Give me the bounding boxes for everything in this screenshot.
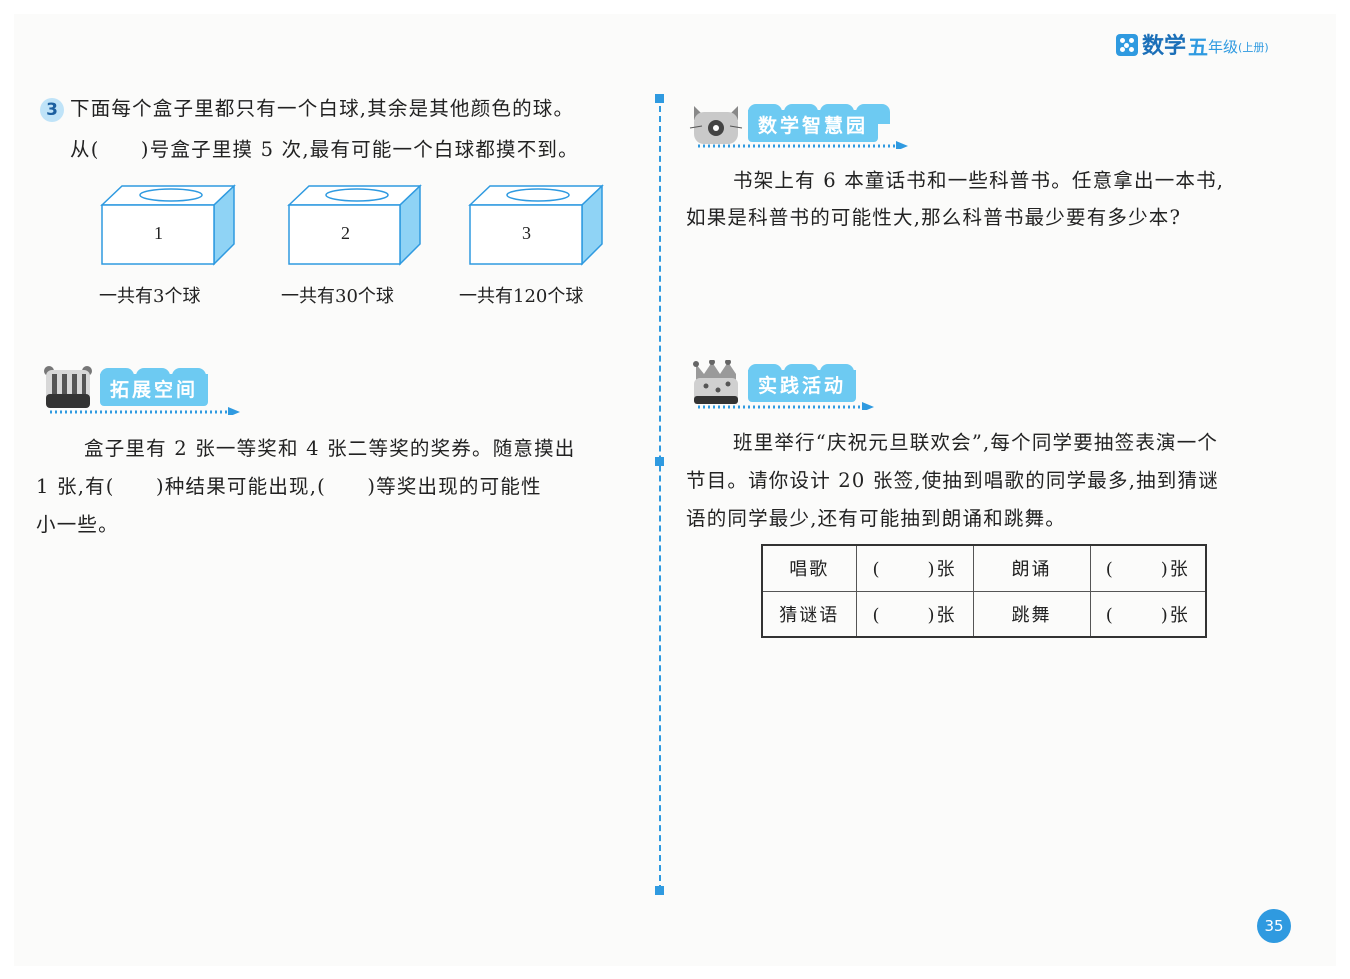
table-cell-count-blank[interactable]: ()张 (855, 590, 974, 638)
divider-marker (655, 457, 664, 466)
question3-line1: 下面每个盒子里都只有一个白球,其余是其他颜色的球。 (70, 97, 575, 120)
box-3 (468, 184, 604, 266)
cat-mascot-icon (689, 106, 743, 144)
practice-title-banner: 实践活动 (748, 364, 857, 408)
dotted-arrow-icon (698, 141, 908, 149)
table-cell-count-blank[interactable]: ()张 (855, 544, 974, 592)
brand-volume: (上册) (1238, 41, 1269, 54)
table-cell-activity: 唱歌 (761, 544, 857, 592)
expand-section-title: 拓展空间 (100, 374, 209, 406)
box-1 (100, 184, 236, 266)
box-3-number: 3 (522, 223, 531, 243)
lottery-table: 唱歌 ()张 朗诵 ()张 猜谜语 ()张 跳舞 ()张 (761, 544, 1207, 638)
book-brand: 数学 五 年级 (上册) (1116, 30, 1269, 60)
practice-line3: 语的同学最少,还有可能抽到朗诵和跳舞。 (686, 507, 1066, 530)
box-2-number: 2 (341, 223, 350, 243)
ball-boxes-illustration (100, 184, 604, 266)
center-divider (659, 96, 661, 891)
table-cell-activity: 猜谜语 (761, 590, 857, 638)
expand-line1: 盒子里有 2 张一等奖和 4 张二等奖的奖券。随意摸出 (84, 437, 576, 460)
box-3-label: 一共有120个球 (459, 286, 584, 307)
question3-line2: 从( )号盒子里摸 5 次,最有可能一个白球都摸不到。 (70, 138, 579, 161)
table-cell-activity: 朗诵 (972, 544, 1091, 592)
dotted-arrow-icon (698, 402, 874, 410)
divider-marker (655, 94, 664, 103)
wisdom-line2: 如果是科普书的可能性大,那么科普书最少要有多少本? (686, 206, 1182, 229)
practice-line2: 节目。请你设计 20 张签,使抽到唱歌的同学最多,抽到猜谜 (686, 469, 1219, 492)
workbook-page (14, 14, 1336, 966)
zebra-mascot-icon (44, 366, 92, 408)
wisdom-section-header: 数学智慧园 (688, 100, 890, 148)
dice-logo-icon (1116, 34, 1138, 56)
dotted-arrow-icon (50, 407, 240, 415)
wisdom-line1: 书架上有 6 本童话书和一些科普书。任意拿出一本书, (733, 169, 1225, 192)
table-cell-count-blank[interactable]: ()张 (1089, 590, 1207, 638)
box-2 (287, 184, 422, 266)
table-row: 猜谜语 ()张 跳舞 ()张 (761, 590, 1207, 638)
wisdom-title-banner: 数学智慧园 (748, 104, 890, 148)
page-number: 35 (1257, 909, 1291, 943)
brand-level: 年级 (1208, 38, 1239, 56)
expand-line3: 小一些。 (36, 513, 119, 536)
expand-line2: 1 张,有( )种结果可能出现,( )等奖出现的可能性 (36, 475, 542, 498)
box-2-label: 一共有30个球 (281, 286, 394, 307)
box-1-label: 一共有3个球 (99, 286, 201, 307)
table-cell-activity: 跳舞 (972, 590, 1091, 638)
table-row: 唱歌 ()张 朗诵 ()张 (761, 544, 1207, 592)
divider-marker (655, 886, 664, 895)
brand-grade: 五 (1188, 35, 1209, 59)
brand-subject: 数学 (1142, 34, 1187, 59)
crown-mascot-icon (693, 360, 738, 404)
practice-section-header: 实践活动 (688, 360, 857, 408)
expand-title-banner: 拓展空间 (100, 368, 209, 412)
practice-line1: 班里举行“庆祝元旦联欢会”,每个同学要抽签表演一个 (733, 431, 1219, 454)
table-cell-count-blank[interactable]: ()张 (1089, 544, 1207, 592)
wisdom-section-title: 数学智慧园 (748, 110, 879, 142)
box-1-number: 1 (154, 223, 163, 243)
question-number-badge: 3 (40, 98, 64, 122)
expand-section-header: 拓展空间 (40, 364, 209, 412)
practice-section-title: 实践活动 (748, 370, 857, 402)
